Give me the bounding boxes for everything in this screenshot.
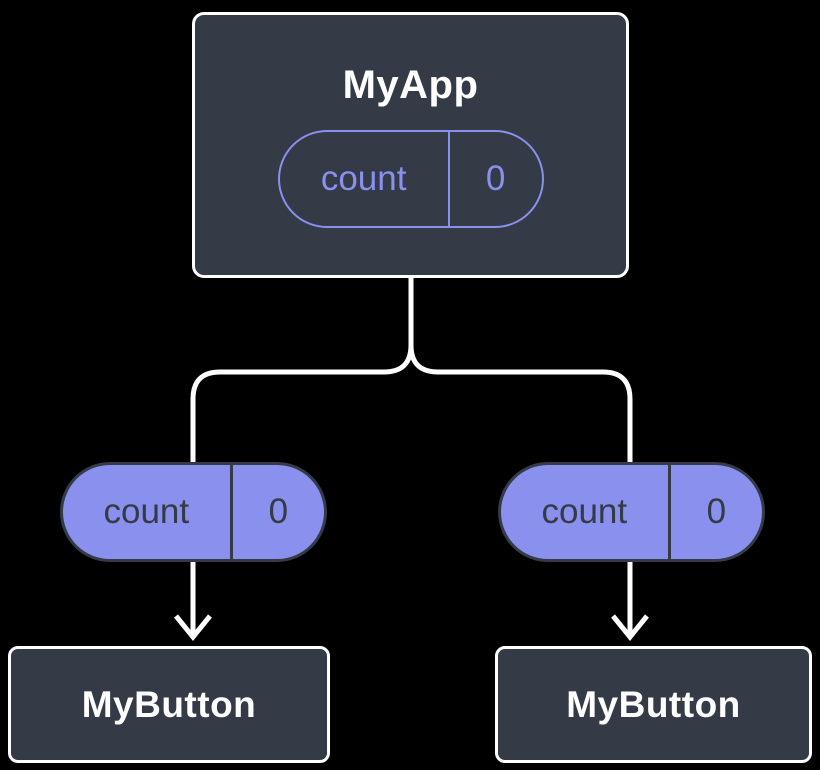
mybutton-node-left: MyButton xyxy=(8,646,330,763)
prop-name-label: count xyxy=(501,465,671,559)
prop-pill-left: count 0 xyxy=(60,462,327,562)
fork-connector-right-branch xyxy=(408,278,633,463)
prop-value-label: 0 xyxy=(706,492,727,531)
myapp-node: MyApp count 0 xyxy=(192,12,629,278)
state-name-label: count xyxy=(280,132,450,226)
prop-pill-right: count 0 xyxy=(498,462,765,562)
myapp-state-pill: count 0 xyxy=(277,130,544,228)
mybutton-node-right: MyButton xyxy=(495,646,812,763)
mybutton-node-title: MyButton xyxy=(566,683,741,725)
myapp-node-title: MyApp xyxy=(342,63,479,107)
arrow-down-icon xyxy=(611,562,649,641)
mybutton-node-title: MyButton xyxy=(81,683,257,725)
prop-value-label: 0 xyxy=(268,492,289,531)
state-value-label: 0 xyxy=(485,159,506,198)
fork-connector-left-branch xyxy=(190,278,414,463)
prop-name-label: count xyxy=(63,465,233,559)
arrow-down-icon xyxy=(174,562,212,641)
